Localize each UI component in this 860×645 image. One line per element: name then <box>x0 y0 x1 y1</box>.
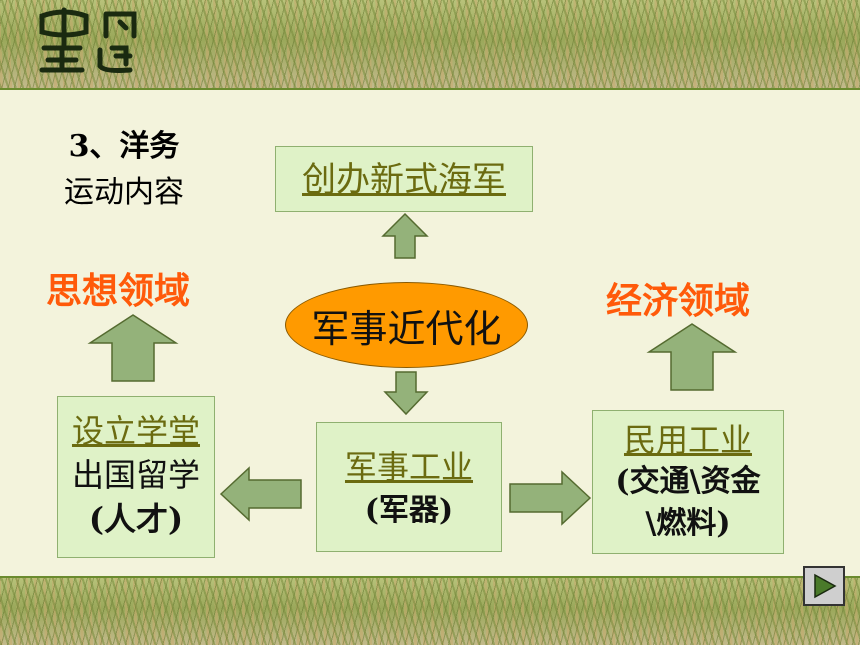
arrow-up-to-navy-icon <box>381 212 429 259</box>
section-heading: 3、洋务 运动内容 <box>44 124 204 216</box>
play-next-icon <box>814 573 837 599</box>
navy-link[interactable]: 创办新式海军 <box>302 160 506 200</box>
right-title: 经济领域 <box>606 281 751 322</box>
arrow-up-right-icon <box>646 323 738 391</box>
center-ellipse: 军事近代化 <box>285 282 528 368</box>
section-heading-line2: 运动内容 <box>64 175 184 210</box>
civil-industry-box: 民用工业 (交通\资金 \燃料) <box>592 410 784 554</box>
civil-industry-line2: (交通\资金 <box>615 464 761 499</box>
education-link[interactable]: 设立学堂 <box>71 412 200 450</box>
center-label: 军事近代化 <box>311 306 502 351</box>
arrow-right-icon <box>509 470 592 526</box>
arrow-up-left-icon <box>87 314 179 382</box>
education-box: 设立学堂 出国留学 (人才) <box>57 396 215 558</box>
bottom-grass-banner <box>0 578 860 645</box>
navy-box: 创办新式海军 <box>275 146 533 212</box>
bottom-divider <box>0 576 860 578</box>
education-line3: (人才) <box>88 500 184 538</box>
top-divider <box>0 88 860 90</box>
arrow-down-icon <box>383 371 429 416</box>
military-industry-link[interactable]: 军事工业 <box>344 448 473 486</box>
civil-industry-line3: \燃料) <box>645 506 731 541</box>
arrow-left-icon <box>219 466 302 522</box>
top-grass-banner <box>0 0 860 88</box>
next-slide-button[interactable] <box>803 566 845 606</box>
logo-emblem <box>39 7 137 73</box>
military-industry-sub: (军器) <box>364 493 454 528</box>
section-heading-line1: 3、洋务 <box>68 129 180 164</box>
civil-industry-link[interactable]: 民用工业 <box>623 421 752 459</box>
left-title: 思想领域 <box>46 271 191 312</box>
education-line2: 出国留学 <box>71 456 200 494</box>
military-industry-box: 军事工业 (军器) <box>316 422 502 552</box>
